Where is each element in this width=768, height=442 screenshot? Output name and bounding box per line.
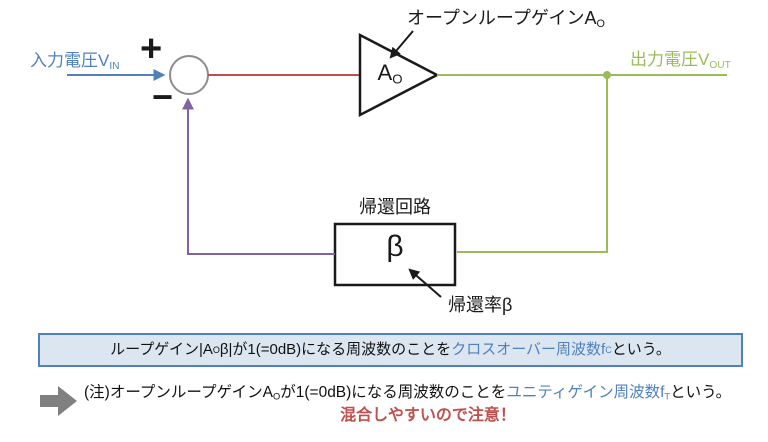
note-text-1: (注)オープンループゲインA bbox=[84, 384, 273, 401]
feedback-ratio-callout-arrow bbox=[408, 268, 442, 298]
feedback-return-line bbox=[182, 97, 335, 255]
output-voltage-label: 出力電圧VOUT bbox=[630, 50, 731, 72]
input-voltage-subscript: IN bbox=[109, 60, 120, 72]
unity-gain-note: (注)オープンループゲインAOが1(=0dB)になる周波数のことをユニティゲイン… bbox=[84, 384, 731, 402]
amplifier-symbol: AO bbox=[358, 60, 422, 87]
open-loop-callout-arrow bbox=[389, 30, 414, 59]
plus-sign: + bbox=[140, 28, 163, 70]
confusion-warning-text: 混合しやすいので注意！ bbox=[340, 407, 516, 424]
input-voltage-label: 入力電圧VIN bbox=[30, 51, 120, 73]
crossover-frequency-subscript: C bbox=[605, 344, 612, 355]
feedback-beta-symbol: β bbox=[386, 230, 404, 263]
unity-gain-frequency-term: ユニティゲイン周波数f bbox=[506, 384, 665, 401]
amplifier-symbol-text: A bbox=[377, 60, 393, 85]
summing-junction-circle bbox=[169, 55, 209, 95]
note-text-3: という。 bbox=[670, 384, 732, 401]
crossover-frequency-term: クロスオーバー周波数f bbox=[451, 341, 606, 359]
input-voltage-text: 入力電圧V bbox=[30, 51, 110, 70]
note-text-1-subscript: O bbox=[273, 391, 281, 402]
minus-sign: − bbox=[152, 76, 174, 117]
open-loop-gain-text: オープンループゲインA bbox=[407, 8, 597, 28]
unity-gain-frequency-subscript: T bbox=[664, 391, 671, 402]
info-text-3: という。 bbox=[611, 341, 671, 359]
amplifier-symbol-subscript: O bbox=[392, 71, 403, 87]
open-loop-gain-label: オープンループゲインAO bbox=[407, 8, 605, 30]
feedback-ratio-label: 帰還率β bbox=[448, 295, 513, 315]
output-voltage-text: 出力電圧V bbox=[630, 50, 710, 69]
note-block-arrow-icon bbox=[40, 386, 77, 416]
feedback-circuit-label: 帰還回路 bbox=[359, 197, 431, 217]
info-text-1-subscript: O bbox=[212, 344, 220, 355]
info-text-2: β|が1(=0dB)になる周波数のことを bbox=[219, 341, 452, 359]
note-text-2: が1(=0dB)になる周波数のことを bbox=[280, 384, 507, 401]
feedback-tap-line bbox=[457, 75, 608, 253]
output-voltage-subscript: OUT bbox=[709, 59, 731, 71]
info-text-1: ループゲイン|A bbox=[110, 341, 213, 359]
open-loop-gain-subscript: O bbox=[596, 18, 605, 31]
